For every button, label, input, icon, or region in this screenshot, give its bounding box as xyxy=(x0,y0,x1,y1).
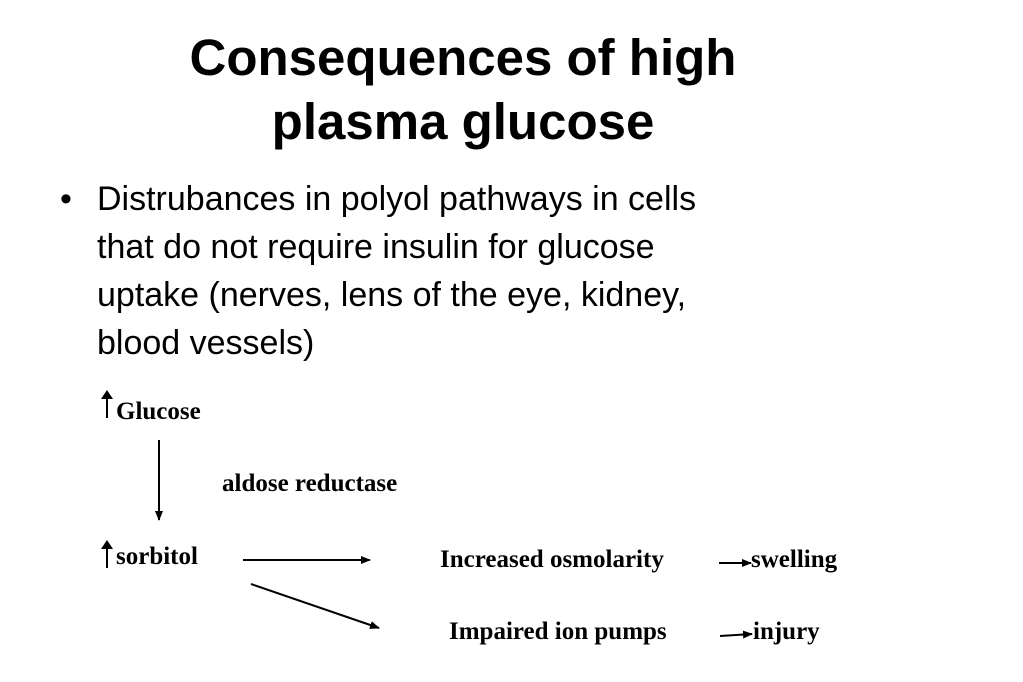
title-line-2: plasma glucose xyxy=(271,93,655,150)
ion-pumps-to-injury-arrow xyxy=(719,630,753,639)
increase-arrow-sorbitol-icon xyxy=(101,540,113,568)
increased-osmolarity-label: Increased osmolarity xyxy=(440,546,664,573)
glucose-label: Glucose xyxy=(116,398,201,425)
increase-arrow-glucose-icon xyxy=(101,390,113,418)
bullet-line-2: that do not require insulin for glucose xyxy=(97,228,655,266)
bullet-line-4: blood vessels) xyxy=(97,324,315,362)
bullet-marker: • xyxy=(60,180,72,218)
bullet-text: Distrubances in polyol pathways in cells… xyxy=(97,175,696,367)
aldose-reductase-label: aldose reductase xyxy=(222,470,398,497)
impaired-ion-pumps-label: Impaired ion pumps xyxy=(449,618,667,645)
sorbitol-label: sorbitol xyxy=(116,543,198,570)
bullet-line-1: Distrubances in polyol pathways in cells xyxy=(97,180,697,218)
sorbitol-to-ion-pumps-arrow xyxy=(250,583,380,629)
swelling-label: swelling xyxy=(751,546,838,573)
injury-label: injury xyxy=(753,618,820,645)
title-line-1: Consequences of high xyxy=(189,29,737,86)
slide-title: Consequences of high plasma glucose xyxy=(0,26,926,154)
bullet-line-3: uptake (nerves, lens of the eye, kidney, xyxy=(97,276,687,314)
